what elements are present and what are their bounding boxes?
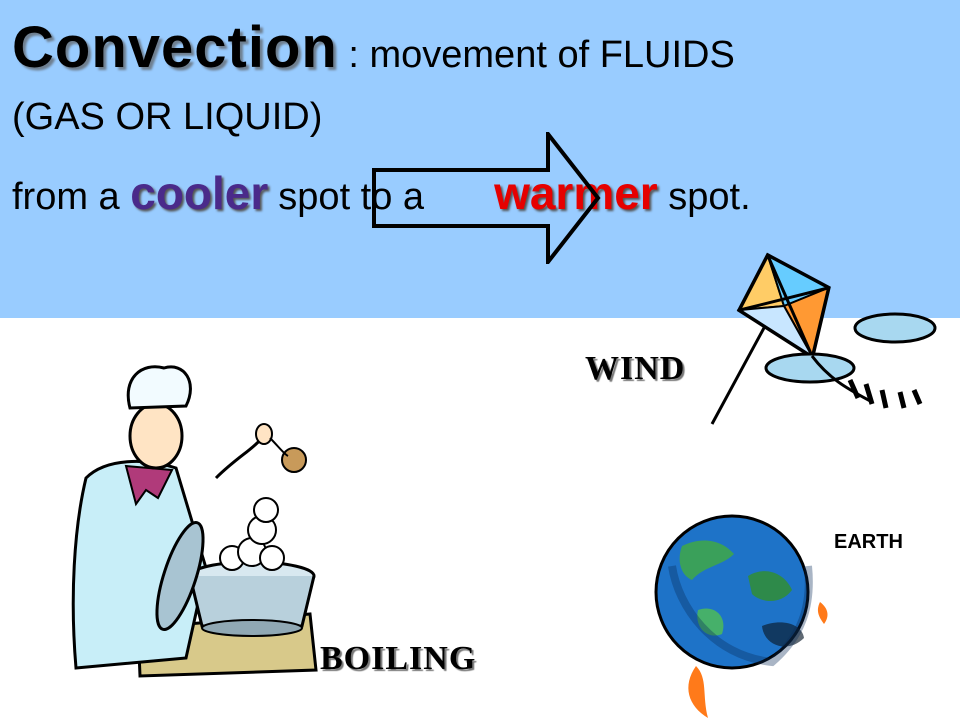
definition-part2: (GAS OR LIQUID) xyxy=(12,96,323,138)
earth-globe-icon xyxy=(654,514,828,718)
warmer-word: warmer xyxy=(494,167,658,219)
end-text: spot. xyxy=(657,176,751,218)
term-convection: Convection xyxy=(12,15,338,80)
from-text: from a xyxy=(12,176,131,218)
definition-part1: : movement of FLUIDS xyxy=(337,34,735,76)
chef-boiling-illustration xyxy=(71,365,318,678)
wind-label: WIND xyxy=(585,350,686,387)
header-band xyxy=(0,0,960,318)
boiling-label: BOILING xyxy=(320,640,477,677)
title-line: Convection : movement of FLUIDS xyxy=(12,14,735,81)
arrow-right-icon xyxy=(372,132,601,264)
earth-label: EARTH xyxy=(834,531,903,553)
cooler-word: cooler xyxy=(130,167,269,219)
kite-icon xyxy=(710,252,937,425)
to-text: spot to a xyxy=(278,176,425,218)
